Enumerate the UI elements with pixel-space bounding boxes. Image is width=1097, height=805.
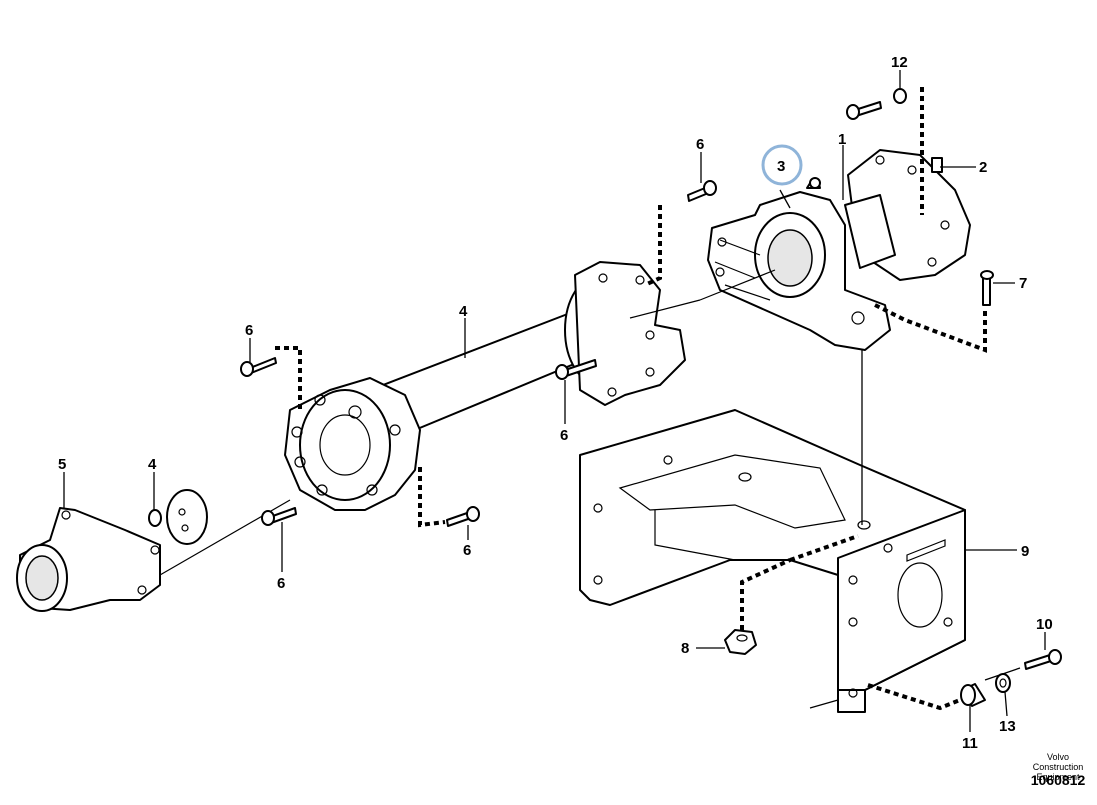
diagram-code: 1060812 [1030, 772, 1086, 788]
mounting-bracket [579, 409, 966, 713]
callout-1[interactable]: 1 [838, 131, 846, 148]
callout-5[interactable]: 5 [58, 456, 66, 473]
hardware-small [724, 629, 1011, 707]
callout-4-washer[interactable]: 4 [148, 456, 157, 473]
leader-lines [63, 70, 1046, 732]
callout-6-middle[interactable]: 6 [560, 427, 568, 444]
callout-2[interactable]: 2 [979, 159, 987, 176]
callout-6-bottom-left[interactable]: 6 [277, 575, 285, 592]
callout-12[interactable]: 12 [891, 54, 908, 71]
slip-yoke [16, 499, 291, 612]
callout-9[interactable]: 9 [1021, 543, 1029, 560]
callout-4-shaft[interactable]: 4 [459, 303, 468, 320]
highlight-circle [761, 144, 803, 186]
assembly-paths [275, 87, 1021, 711]
callout-7[interactable]: 7 [1019, 275, 1027, 292]
callout-6-left[interactable]: 6 [245, 322, 253, 339]
bolts [240, 88, 1062, 670]
callouts: 1 2 3 4 4 5 6 6 6 6 6 7 8 9 10 11 12 13 [58, 54, 1053, 752]
callout-10[interactable]: 10 [1036, 616, 1053, 633]
washer-disc [148, 489, 208, 545]
callout-11[interactable]: 11 [962, 735, 978, 752]
flange-yoke [844, 149, 971, 281]
callout-13[interactable]: 13 [999, 718, 1016, 735]
callout-8[interactable]: 8 [681, 640, 689, 657]
callout-6-top[interactable]: 6 [696, 136, 704, 153]
callout-3[interactable]: 3 [777, 158, 785, 175]
bearing-housing [707, 177, 891, 351]
propeller-shaft [369, 261, 776, 433]
publisher-label: Volvo Construction Equipment [1032, 752, 1084, 782]
callout-6-bottom[interactable]: 6 [463, 542, 471, 559]
universal-joint-left [284, 377, 421, 511]
